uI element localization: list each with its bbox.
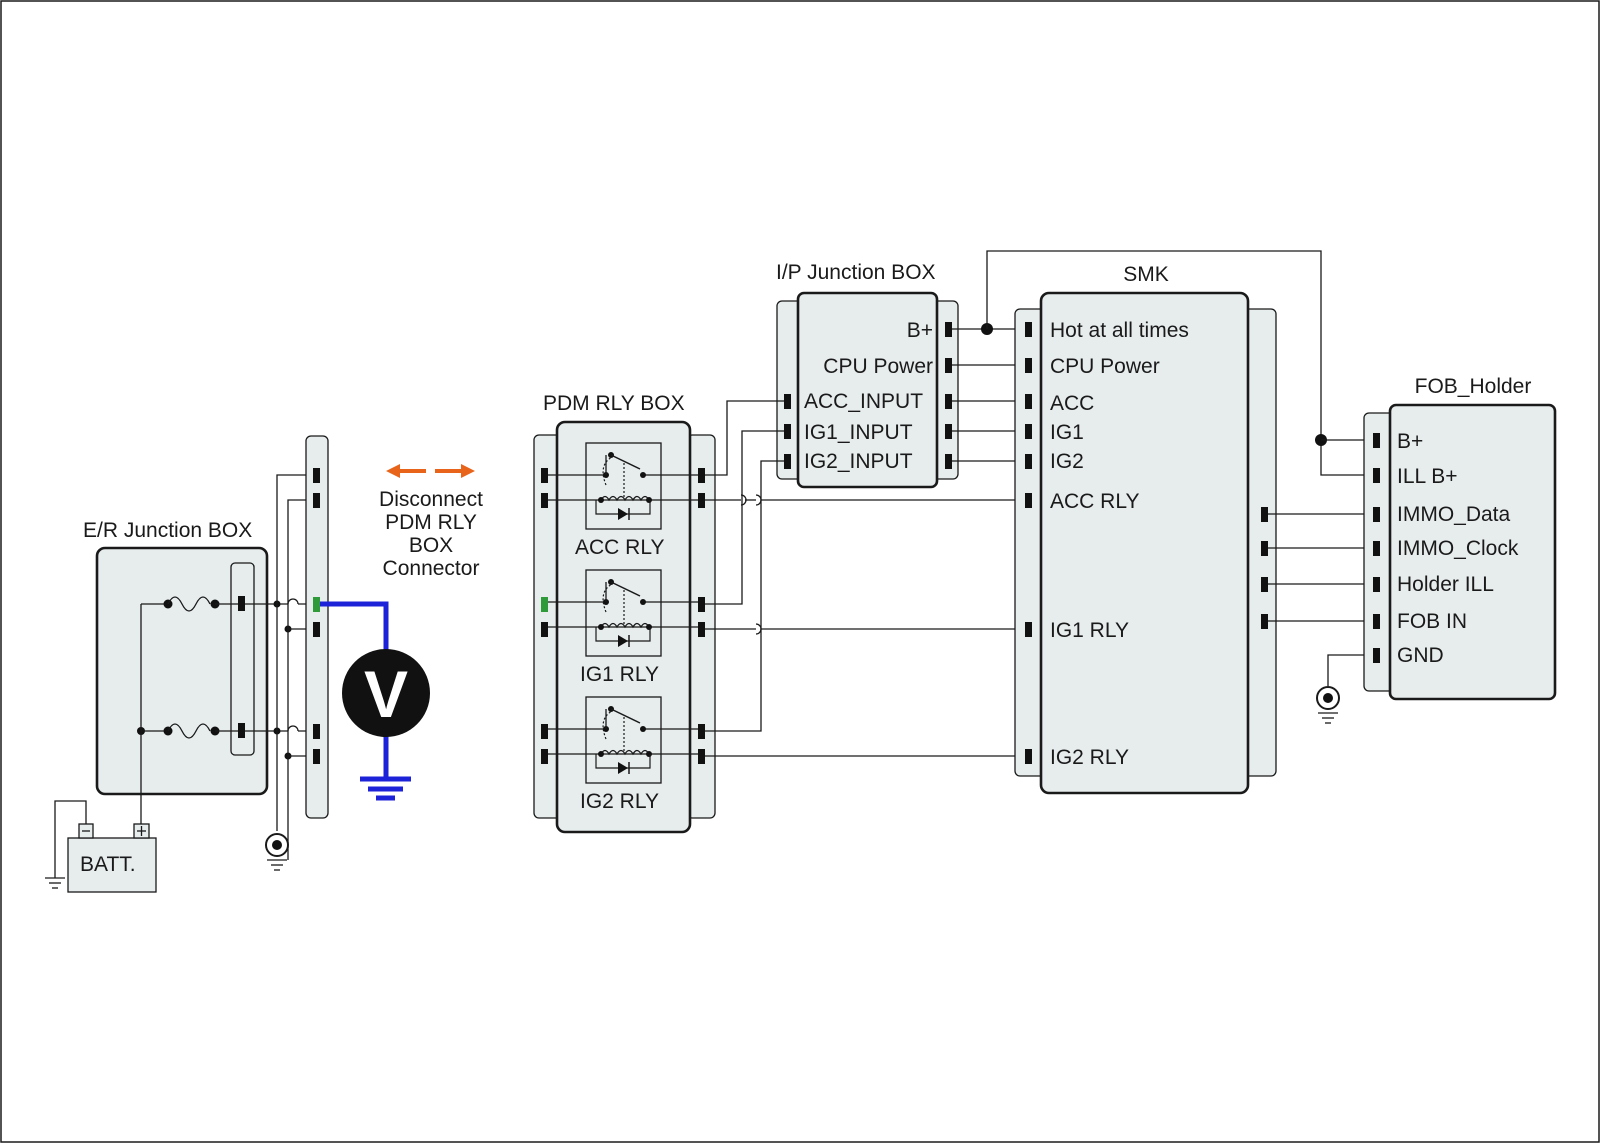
er-pin: [238, 723, 245, 738]
fob-pin-immo-clock: IMMO_Clock: [1397, 537, 1519, 560]
ip-junction-box: I/P Junction BOX B+ CPU Power ACC_INPUT …: [776, 261, 959, 489]
relay-acc-label: ACC RLY: [575, 536, 664, 559]
voltmeter: V: [320, 601, 430, 801]
fob-ground-icon: [1316, 686, 1340, 724]
er-inner-connector: [230, 562, 255, 756]
fob-pin-holder-ill: Holder ILL: [1397, 573, 1494, 596]
smk-pin-acc-rly: ACC RLY: [1050, 490, 1139, 513]
disconnect-arrows-icon: [386, 464, 475, 478]
disconnect-line-2: PDM RLY: [385, 511, 477, 534]
pdm-relay-box: PDM RLY BOX ACC RLY IG1 RLY IG2 RLY: [533, 392, 716, 834]
battery: BATT.: [45, 800, 157, 893]
fob-holder-body: [1388, 403, 1557, 701]
chassis-ground-icon: [45, 877, 65, 889]
smk-pin-ig1: IG1: [1050, 421, 1084, 444]
fob-pin-fob-in: FOB IN: [1397, 610, 1467, 633]
ip-pin-ig1-input: IG1_INPUT: [804, 421, 913, 444]
fuse-2-icon: [167, 723, 211, 739]
voltmeter-symbol: V: [364, 657, 408, 731]
smk-pin-cpu-power: CPU Power: [1050, 355, 1160, 378]
ground-symbol-icon: [265, 833, 289, 871]
ip-pin-ig2-input: IG2_INPUT: [804, 450, 913, 473]
disconnect-note: Disconnect PDM RLY BOX Connector: [379, 464, 483, 580]
smk-pin-ig1-rly: IG1 RLY: [1050, 619, 1129, 642]
pdm-test-pin-green: [541, 597, 548, 612]
smk-body: [1039, 291, 1250, 795]
fob-wiring: [1268, 513, 1373, 724]
ip-pin-cpu-power: CPU Power: [823, 355, 933, 378]
smk-pin-acc: ACC: [1050, 392, 1094, 415]
fob-pin-ill-bplus: ILL B+: [1397, 465, 1458, 488]
pdm-harness-connector: [305, 435, 329, 819]
ip-pin-acc-input: ACC_INPUT: [804, 390, 923, 413]
battery-label: BATT.: [80, 853, 136, 876]
smk-module: SMK Hot at all times CPU Power ACC IG1 I…: [1014, 263, 1277, 795]
er-pin: [238, 596, 245, 611]
relay-ig2-label: IG2 RLY: [580, 790, 659, 813]
fob-holder: FOB_Holder B+ ILL B+ IMMO_Data IMMO_Cloc…: [1363, 375, 1557, 701]
pdm-wiring: [705, 250, 1373, 757]
disconnect-line-1: Disconnect: [379, 488, 483, 511]
voltmeter-probe-lead: [320, 601, 389, 650]
ip-junction-box-title: I/P Junction BOX: [776, 261, 936, 284]
fuse-1-icon: [167, 596, 211, 612]
relay-ig1-label: IG1 RLY: [580, 663, 659, 686]
fob-pin-bplus: B+: [1397, 430, 1423, 453]
smk-pin-hot: Hot at all times: [1050, 319, 1189, 342]
er-junction-box: E/R Junction BOX: [83, 519, 269, 830]
battery-body: [67, 837, 157, 893]
fob-pin-gnd: GND: [1397, 644, 1444, 667]
ip-pin-bplus: B+: [907, 319, 933, 342]
fob-holder-title: FOB_Holder: [1415, 375, 1532, 398]
test-pin-green: [313, 597, 320, 612]
fob-pin-immo-data: IMMO_Data: [1397, 503, 1511, 526]
disconnect-line-4: Connector: [383, 557, 480, 580]
relay-switch-icons: [548, 452, 698, 774]
er-junction-box-title: E/R Junction BOX: [83, 519, 252, 542]
disconnect-line-3: BOX: [409, 534, 453, 557]
smk-pin-ig2: IG2: [1050, 450, 1084, 473]
pdm-relay-box-title: PDM RLY BOX: [543, 392, 685, 415]
smk-pin-ig2-rly: IG2 RLY: [1050, 746, 1129, 769]
voltmeter-icon: [342, 649, 430, 737]
smk-title: SMK: [1123, 263, 1169, 286]
ip-junction-box-body: [796, 291, 939, 489]
